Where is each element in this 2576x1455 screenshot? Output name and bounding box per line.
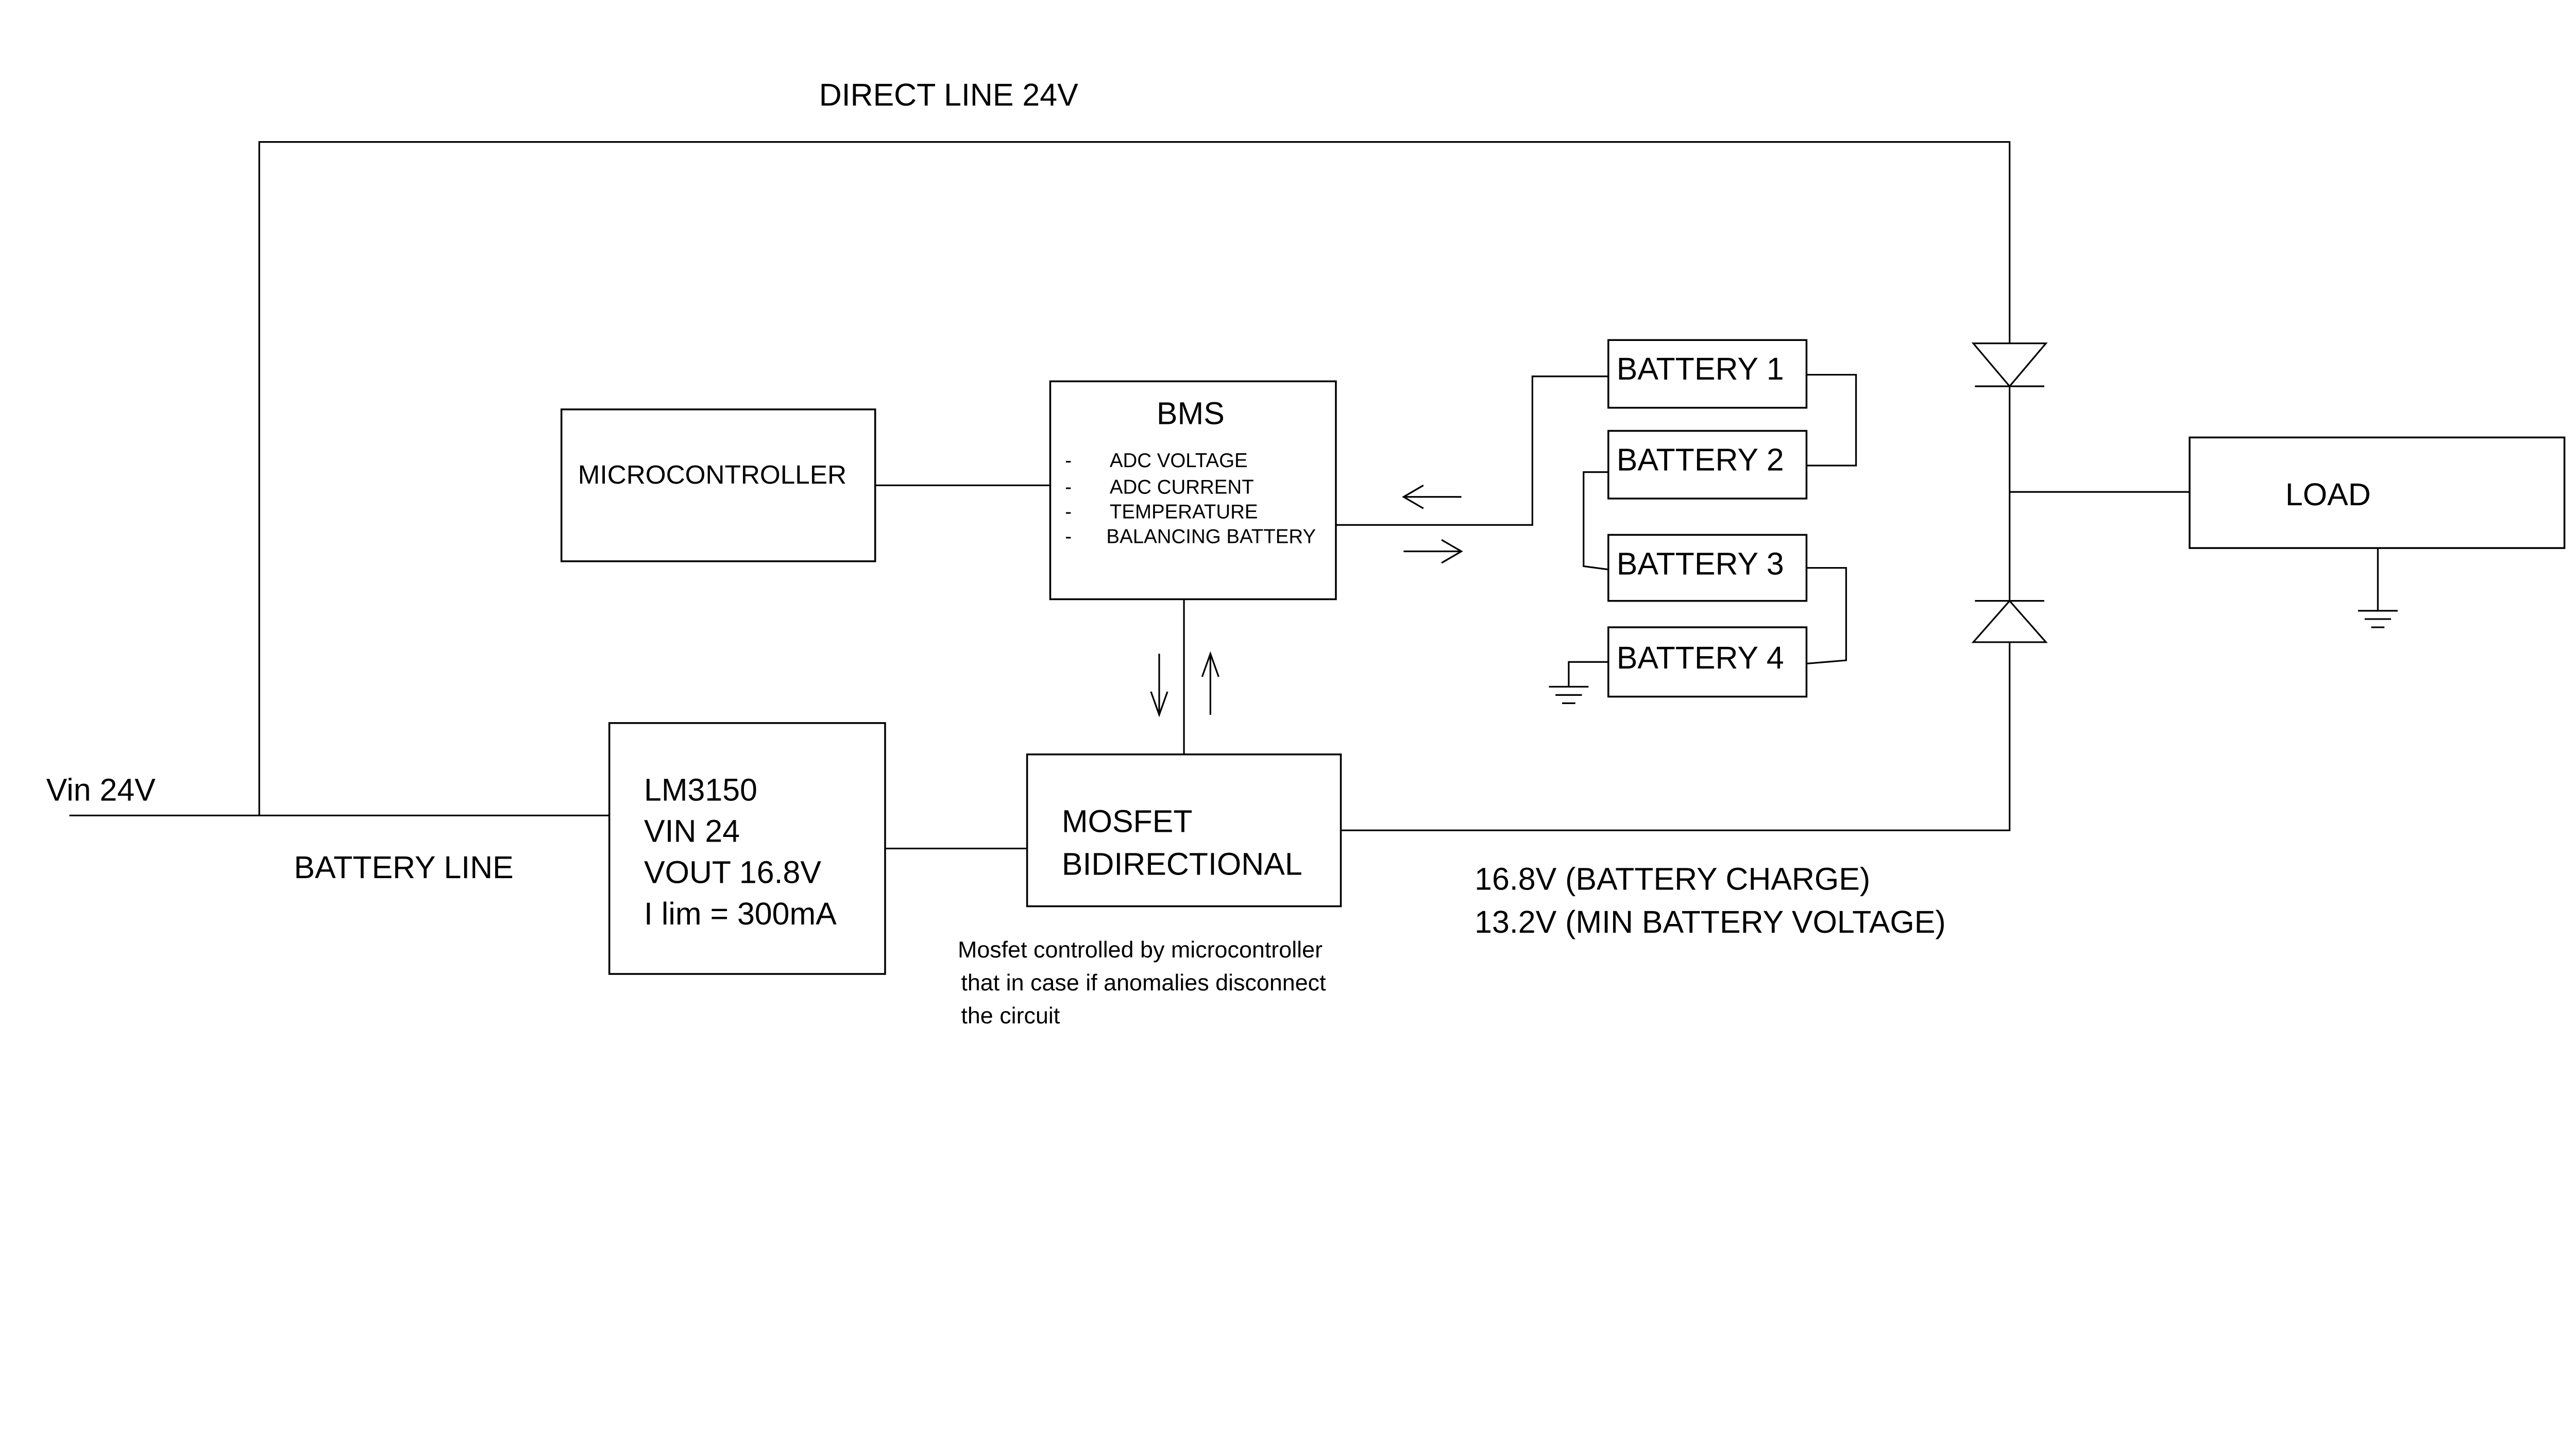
battery-label: BATTERY 2: [1617, 442, 1784, 477]
battery-block: BATTERY 1: [1607, 339, 1808, 409]
arrow-icon: [1201, 651, 1219, 715]
bms-to-battery-wire: [1335, 375, 1608, 526]
bms-item: BALANCING BATTERY: [1106, 525, 1316, 547]
regulator-block: LM3150 VIN 24 VOUT 16.8V I lim = 300mA: [608, 722, 886, 975]
bms-item: ADC VOLTAGE: [1110, 450, 1248, 472]
regulator-line: VIN 24: [644, 814, 740, 849]
load-title: LOAD: [2285, 477, 2371, 512]
bullet: -: [1065, 450, 1072, 472]
mosfet-block: MOSFET BIDIRECTIONAL: [1026, 753, 1342, 908]
mosfet-to-diode-wire: [1341, 642, 2011, 831]
b1-b2-wire: [1806, 373, 1857, 467]
mosfet-note: the circuit: [961, 1002, 1060, 1029]
arrow-icon: [1402, 484, 1462, 509]
direct-line-wire: [258, 141, 2011, 816]
load-block: LOAD: [2189, 436, 2566, 549]
bms-item: ADC CURRENT: [1110, 476, 1254, 498]
bms-title: BMS: [1157, 396, 1225, 431]
microcontroller-block: MICROCONTROLLER: [560, 408, 876, 562]
vin-label: Vin 24V: [46, 772, 156, 807]
diode-icon: [1971, 600, 2048, 643]
arrow-icon: [1403, 539, 1463, 564]
battery-label: BATTERY 4: [1617, 640, 1784, 675]
ground-icon: [1549, 686, 1589, 704]
b4-ground-wire: [1568, 661, 1608, 687]
bullet: -: [1065, 525, 1072, 547]
bullet: -: [1065, 476, 1072, 498]
battery-block: BATTERY 4: [1607, 626, 1808, 698]
b3-b4-wire: [1806, 567, 1847, 665]
regulator-line: VOUT 16.8V: [644, 855, 821, 890]
battery-line-label: BATTERY LINE: [294, 850, 514, 885]
battery-block: BATTERY 2: [1607, 430, 1808, 500]
mosfet-note: Mosfet controlled by microcontroller: [958, 936, 1323, 963]
direct-line-label: DIRECT LINE 24V: [819, 77, 1078, 112]
min-voltage-label: 13.2V (MIN BATTERY VOLTAGE): [1475, 904, 1946, 939]
wires: [69, 141, 2379, 850]
battery-block: BATTERY 3: [1607, 534, 1808, 602]
regulator-line: LM3150: [644, 772, 757, 807]
bms-block: BMS - ADC VOLTAGE - ADC CURRENT - TEMPER…: [1049, 380, 1337, 601]
ground-icon: [2358, 610, 2398, 628]
arrow-icon: [1150, 654, 1168, 717]
bms-item: TEMPERATURE: [1110, 501, 1258, 523]
b2-b3-wire: [1583, 471, 1609, 571]
regulator-line: I lim = 300mA: [644, 896, 837, 931]
battery-label: BATTERY 3: [1617, 546, 1784, 581]
mosfet-line: BIDIRECTIONAL: [1062, 847, 1302, 882]
battery-label: BATTERY 1: [1617, 351, 1784, 386]
mosfet-line: MOSFET: [1062, 803, 1193, 838]
diode-icon: [1971, 343, 2048, 388]
mosfet-note: that in case if anomalies disconnect: [961, 969, 1326, 996]
microcontroller-title: MICROCONTROLLER: [578, 460, 846, 489]
block-diagram: DIRECT LINE 24V Vin 24V BATTERY LINE 16.…: [46, 77, 2566, 1029]
charge-voltage-label: 16.8V (BATTERY CHARGE): [1475, 862, 1870, 897]
bullet: -: [1065, 501, 1072, 523]
